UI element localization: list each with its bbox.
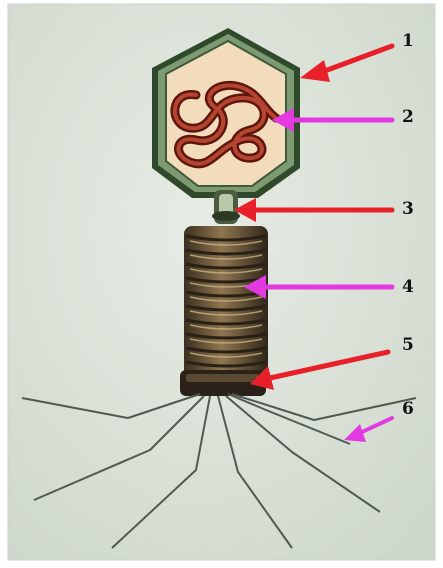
collar (212, 190, 240, 224)
tail-sheath (184, 226, 268, 386)
label-4: 4 (402, 277, 414, 297)
label-3: 3 (402, 199, 414, 219)
label-5: 5 (402, 335, 414, 355)
label-6: 6 (402, 399, 414, 419)
label-1: 1 (402, 31, 414, 51)
label-2: 2 (402, 107, 414, 127)
